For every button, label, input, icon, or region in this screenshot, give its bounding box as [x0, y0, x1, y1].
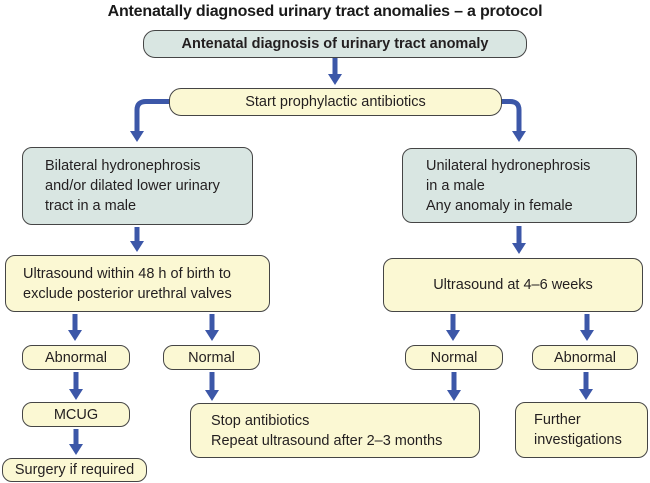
node-further-investigations-label: Further investigations: [534, 412, 622, 448]
node-normal-left-label: Normal: [188, 349, 235, 366]
node-normal-right: Normal: [405, 345, 503, 370]
page-title: Antenatally diagnosed urinary tract anom…: [107, 3, 543, 20]
arrow-antibiotics-to-bilateral: [130, 99, 170, 142]
node-ultrasound-4-6-weeks-label: Ultrasound at 4–6 weeks: [433, 277, 593, 293]
node-surgery-if-required-label: Surgery if required: [14, 462, 135, 478]
node-surgery-if-required: Surgery if required: [2, 458, 147, 482]
node-abnormal-right: Abnormal: [532, 345, 638, 370]
node-unilateral-hydronephrosis-label: Unilateral hydronephrosis in a male Any …: [426, 157, 591, 214]
node-stop-antibiotics: Stop antibiotics Repeat ultrasound after…: [190, 403, 480, 458]
arrow-antibiotics-to-unilateral: [501, 99, 526, 142]
node-normal-right-label: Normal: [430, 349, 478, 366]
node-ultrasound-4-6-weeks: Ultrasound at 4–6 weeks: [383, 258, 643, 312]
node-mcug: MCUG: [22, 402, 130, 427]
node-ultrasound-48h: Ultrasound within 48 h of birth to exclu…: [5, 255, 270, 312]
node-start-antibiotics-label: Start prophylactic antibiotics: [245, 94, 426, 110]
node-antenatal-diagnosis-label: Antenatal diagnosis of urinary tract ano…: [181, 36, 489, 52]
node-unilateral-hydronephrosis: Unilateral hydronephrosis in a male Any …: [402, 148, 637, 223]
node-antenatal-diagnosis: Antenatal diagnosis of urinary tract ano…: [143, 30, 527, 58]
node-normal-left: Normal: [163, 345, 260, 370]
node-abnormal-left: Abnormal: [22, 345, 130, 370]
node-abnormal-right-label: Abnormal: [553, 349, 617, 366]
node-start-antibiotics: Start prophylactic antibiotics: [169, 88, 502, 116]
node-bilateral-hydronephrosis: Bilateral hydronephrosis and/or dilated …: [22, 147, 253, 225]
node-mcug-label: MCUG: [53, 406, 99, 423]
node-bilateral-hydronephrosis-label: Bilateral hydronephrosis and/or dilated …: [45, 158, 220, 214]
node-ultrasound-48h-label: Ultrasound within 48 h of birth to exclu…: [23, 265, 232, 302]
node-stop-antibiotics-label: Stop antibiotics Repeat ultrasound after…: [211, 412, 443, 449]
node-abnormal-left-label: Abnormal: [44, 349, 108, 366]
node-further-investigations: Further investigations: [515, 402, 648, 458]
